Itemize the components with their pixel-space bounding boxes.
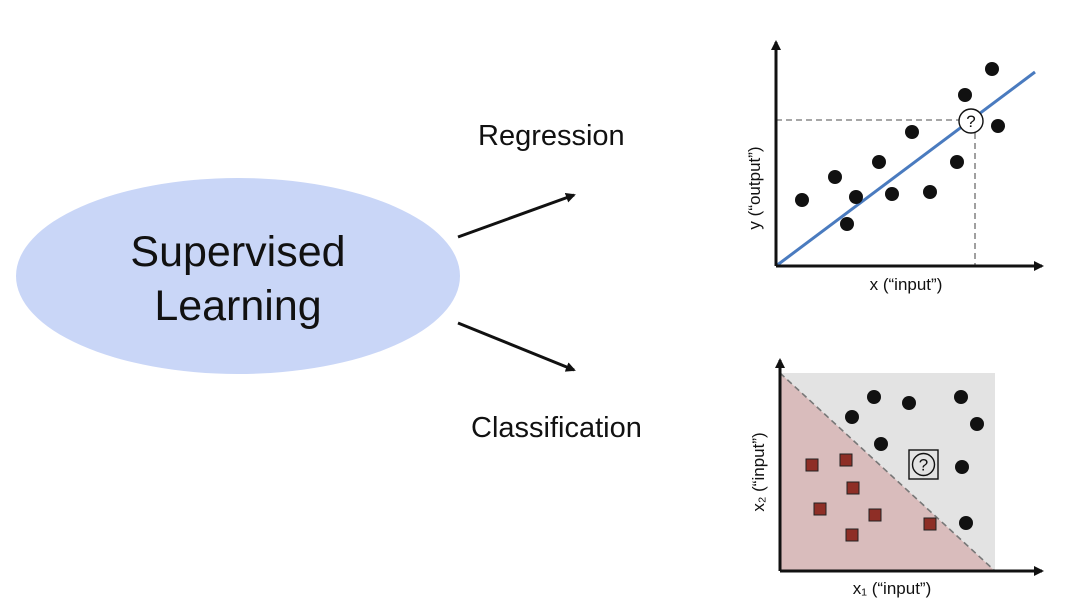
regression-point bbox=[885, 187, 899, 201]
regression-point bbox=[958, 88, 972, 102]
classification-query-circle bbox=[911, 452, 936, 477]
classification-circle-point bbox=[955, 460, 969, 474]
regression-x-axis-label: x (“input”) bbox=[870, 275, 943, 294]
classification-square-point bbox=[868, 508, 882, 522]
classification-circle-point bbox=[867, 390, 881, 404]
regression-y-axis-label: y (“output”) bbox=[745, 146, 764, 229]
classification-label: Classification bbox=[471, 412, 642, 444]
regression-point bbox=[905, 125, 919, 139]
regression-point bbox=[991, 119, 1005, 133]
classification-circle-point bbox=[959, 516, 973, 530]
regression-point bbox=[923, 185, 937, 199]
classification-arrow bbox=[457, 321, 576, 372]
regression-fit-line bbox=[775, 70, 1036, 268]
regression-point bbox=[795, 193, 809, 207]
classification-square-point bbox=[846, 481, 860, 495]
classification-circle-point bbox=[845, 410, 859, 424]
classification-square-point bbox=[813, 502, 827, 516]
classification-square-point bbox=[845, 528, 859, 542]
classification-query-box bbox=[908, 449, 939, 480]
classification-circle-point bbox=[954, 390, 968, 404]
regression-query-marker bbox=[958, 108, 984, 134]
regression-point bbox=[849, 190, 863, 204]
classification-x-axis-label: x₁ (“input”) bbox=[853, 579, 931, 598]
regression-point bbox=[840, 217, 854, 231]
classification-decision-boundary bbox=[779, 372, 996, 572]
central-label-line1: Supervised bbox=[130, 228, 345, 276]
regression-point bbox=[872, 155, 886, 169]
regression-arrow bbox=[457, 193, 576, 239]
central-label-line2: Learning bbox=[154, 282, 321, 330]
classification-query-label: ? bbox=[919, 456, 928, 475]
classification-square-point bbox=[839, 453, 853, 467]
classification-square-point bbox=[805, 458, 819, 472]
regression-point bbox=[985, 62, 999, 76]
classification-plot: ? x₁ (“input”) x₂ (“input”) bbox=[749, 358, 1044, 598]
regression-query-label: ? bbox=[966, 112, 975, 131]
regression-point bbox=[828, 170, 842, 184]
classification-square-point bbox=[923, 517, 937, 531]
regression-plot: ? x (“input”) y (“output”) bbox=[745, 40, 1044, 294]
supervised-learning-ellipse bbox=[16, 178, 460, 374]
classification-y-axis-label: x₂ (“input”) bbox=[749, 432, 768, 511]
regression-point bbox=[950, 155, 964, 169]
regression-label: Regression bbox=[478, 120, 625, 152]
classification-circle-point bbox=[902, 396, 916, 410]
classification-circle-point bbox=[874, 437, 888, 451]
classification-circle-point bbox=[970, 417, 984, 431]
